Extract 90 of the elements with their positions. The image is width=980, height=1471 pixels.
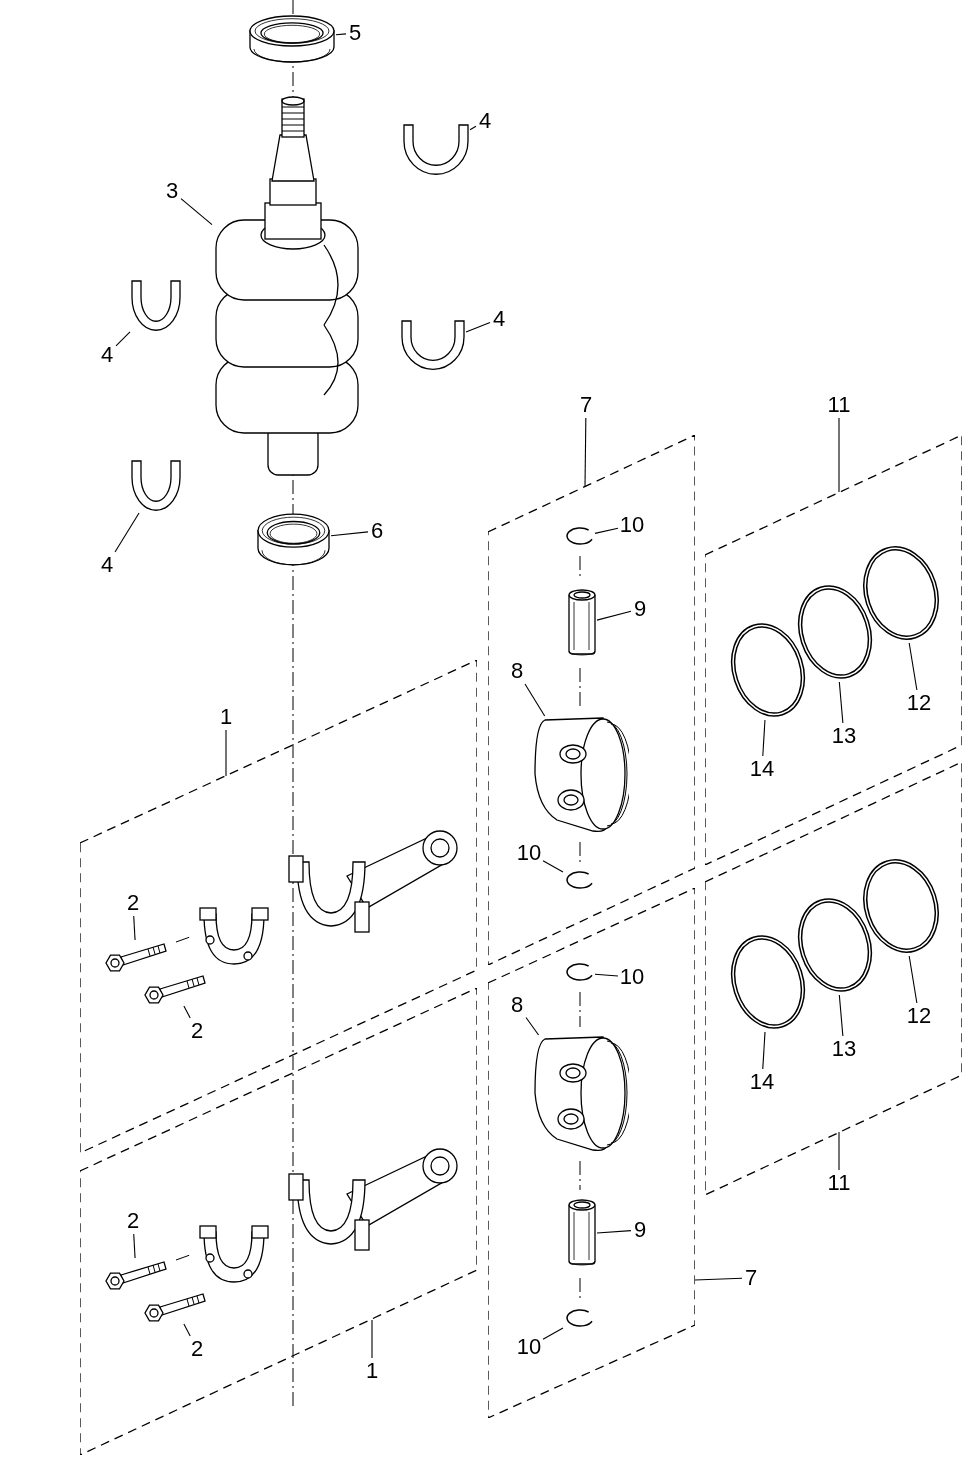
leader-line (469, 125, 477, 131)
leader-line (133, 1233, 136, 1259)
callout-number: 6 (368, 518, 386, 544)
bearing-shell-drawing (400, 318, 466, 372)
piston-ring-drawing (728, 620, 808, 720)
callout-number: 8 (508, 658, 526, 684)
bolt-drawing (104, 1258, 168, 1292)
dashed-frame (488, 435, 695, 965)
leader-line (584, 417, 587, 488)
circlip-drawing (563, 870, 595, 892)
leader-line (115, 331, 131, 347)
leader-line (838, 994, 844, 1037)
dashed-frame (488, 888, 695, 1418)
leader-line (838, 681, 844, 724)
leader-line (225, 729, 227, 777)
leader-line (908, 642, 918, 691)
callout-number: 4 (490, 306, 508, 332)
circlip-drawing (563, 526, 595, 548)
leader-line (371, 1319, 373, 1359)
leader-line (335, 33, 347, 36)
callout-number: 10 (618, 512, 646, 538)
dashed-frame (80, 660, 477, 1153)
callout-number: 4 (98, 342, 116, 368)
callout-number: 9 (631, 1217, 649, 1243)
bolt-drawing (143, 972, 207, 1006)
leader-line (594, 527, 619, 534)
callout-number: 3 (163, 178, 181, 204)
leader-line (838, 1131, 840, 1171)
leader-line (183, 1005, 191, 1019)
leader-line (908, 955, 918, 1004)
leader-line (542, 1327, 564, 1340)
callout-number: 4 (476, 108, 494, 134)
callout-number: 12 (905, 1003, 933, 1029)
leader-line (762, 1031, 766, 1070)
piston-drawing (533, 716, 629, 834)
piston-ring-drawing (860, 856, 942, 956)
bearing-shell-drawing (402, 122, 470, 177)
leader-line (694, 1277, 743, 1281)
circlip-drawing (563, 1308, 595, 1330)
leader-line (596, 610, 632, 621)
callout-number: 9 (631, 596, 649, 622)
leader-line (524, 683, 546, 717)
bearing-shell-drawing (130, 458, 182, 513)
callout-number: 14 (748, 1069, 776, 1095)
callout-number: 2 (124, 890, 142, 916)
leader-line (525, 1016, 540, 1036)
leader-line (596, 1230, 632, 1234)
callout-number: 7 (577, 392, 595, 418)
piston-drawing (533, 1035, 629, 1153)
leader-line (762, 719, 766, 757)
callout-number: 1 (363, 1358, 381, 1384)
piston-ring-drawing (795, 582, 875, 682)
piston-ring-drawing (728, 932, 808, 1032)
callout-number: 13 (830, 1036, 858, 1062)
callout-number: 10 (618, 964, 646, 990)
leader-line (183, 1323, 191, 1337)
seal-ring-drawing (248, 14, 336, 64)
bearing-shell-drawing (130, 278, 182, 333)
piston-ring-drawing (795, 895, 875, 995)
callout-number: 14 (748, 756, 776, 782)
callout-number: 1 (217, 704, 235, 730)
callout-number: 7 (742, 1265, 760, 1291)
leader-line (133, 915, 136, 941)
bolt-drawing (104, 940, 168, 974)
leader-line (838, 417, 840, 493)
callout-number: 11 (825, 392, 853, 418)
callout-number: 10 (515, 840, 543, 866)
leader-line (114, 512, 140, 553)
bolt-drawing (143, 1290, 207, 1324)
callout-number: 10 (515, 1334, 543, 1360)
callout-number: 13 (830, 723, 858, 749)
dashed-frame (705, 435, 962, 865)
circlip-drawing (563, 962, 595, 984)
dashed-frame (80, 988, 477, 1455)
leader-line (180, 198, 213, 226)
callout-number: 2 (124, 1208, 142, 1234)
callout-number: 2 (188, 1018, 206, 1044)
callout-number: 5 (346, 20, 364, 46)
leader-line (330, 531, 369, 537)
leader-line (465, 322, 491, 333)
piston-ring-drawing (860, 543, 942, 643)
callout-number: 2 (188, 1336, 206, 1362)
leader-line (594, 973, 619, 977)
callout-number: 12 (905, 690, 933, 716)
leader-line (542, 860, 564, 873)
callout-number: 4 (98, 552, 116, 578)
callout-number: 11 (825, 1170, 853, 1196)
dashed-frame (705, 762, 962, 1195)
callout-number: 8 (508, 992, 526, 1018)
seal-ring-drawing (256, 512, 331, 567)
